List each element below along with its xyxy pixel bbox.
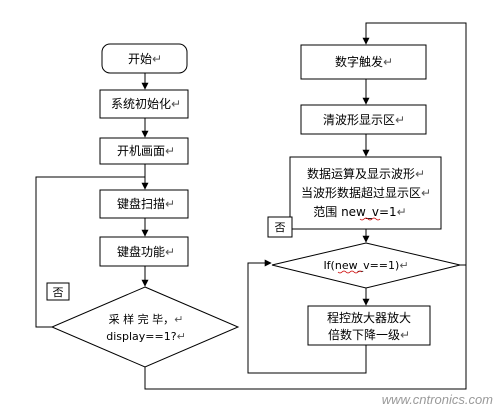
path-yes-to-trigger [144,22,467,390]
node-if-new-v-label: If(new_v==1)↵ [323,259,408,272]
spellcheck-underline-1 [359,217,381,221]
node-init [99,89,189,119]
loop-no-left [35,176,145,328]
node-gain-line2: 倍数下降一级↵ [328,327,410,342]
paragraph-mark: ↵ [400,328,410,342]
node-gain-decrease [307,305,431,346]
node-digital-trigger [300,44,427,80]
node-clear-wave [300,104,427,135]
right-connectors [247,79,466,374]
paragraph-mark: ↵ [177,330,186,343]
paragraph-mark: ↵ [395,113,405,127]
paragraph-mark: ↵ [399,259,408,272]
node-compute-line2: 当波形数据超过显示区↵ [301,185,431,200]
node-digital-trigger-label: 数字触发↵ [335,54,393,69]
node-key-func [99,236,189,267]
label-no-left-box [46,282,70,301]
paragraph-mark: ↵ [415,167,425,181]
label-no-right-box [267,216,293,238]
watermark: www.cntronics.com [382,392,493,407]
paragraph-mark: ↵ [174,313,183,326]
node-key-scan-label: 键盘扫描↵ [117,196,175,211]
left-connectors [35,22,467,390]
paragraph-mark: ↵ [165,245,175,259]
node-start [101,43,188,74]
node-compute-line3: 范围 new_v=1↵ [313,205,406,219]
node-key-func-label: 键盘功能↵ [117,244,175,259]
paragraph-mark: ↵ [165,144,175,158]
node-sample-done-decision [50,286,240,368]
node-gain-line1: 程控放大器放大 [327,310,411,325]
label-no-right: 否 [275,221,286,234]
loop-gain-back [247,262,367,374]
node-sample-done-line1: 采 样 完 毕，↵ [109,312,184,326]
node-init-label: 系统初始化↵ [111,97,181,111]
label-no-left: 否 [53,286,64,299]
node-boot-screen [99,137,189,165]
paragraph-mark: ↵ [171,97,181,111]
node-sample-done-line2: display==1?↵ [106,330,186,343]
node-clear-wave-label: 清波形显示区↵ [323,113,405,127]
spellcheck-underline-2 [337,270,363,274]
node-start-label: 开始↵ [128,52,162,66]
paragraph-mark: ↵ [152,52,162,66]
node-if-new-v-decision [271,242,461,289]
node-key-scan [99,189,189,219]
paragraph-mark: ↵ [383,55,393,69]
paragraph-mark: ↵ [165,197,175,211]
node-compute-line1: 数据运算及显示波形↵ [307,166,425,181]
node-compute-display [289,156,442,230]
paragraph-mark: ↵ [397,205,407,219]
paragraph-mark: ↵ [421,186,431,200]
node-boot-screen-label: 开机画面↵ [117,144,175,158]
